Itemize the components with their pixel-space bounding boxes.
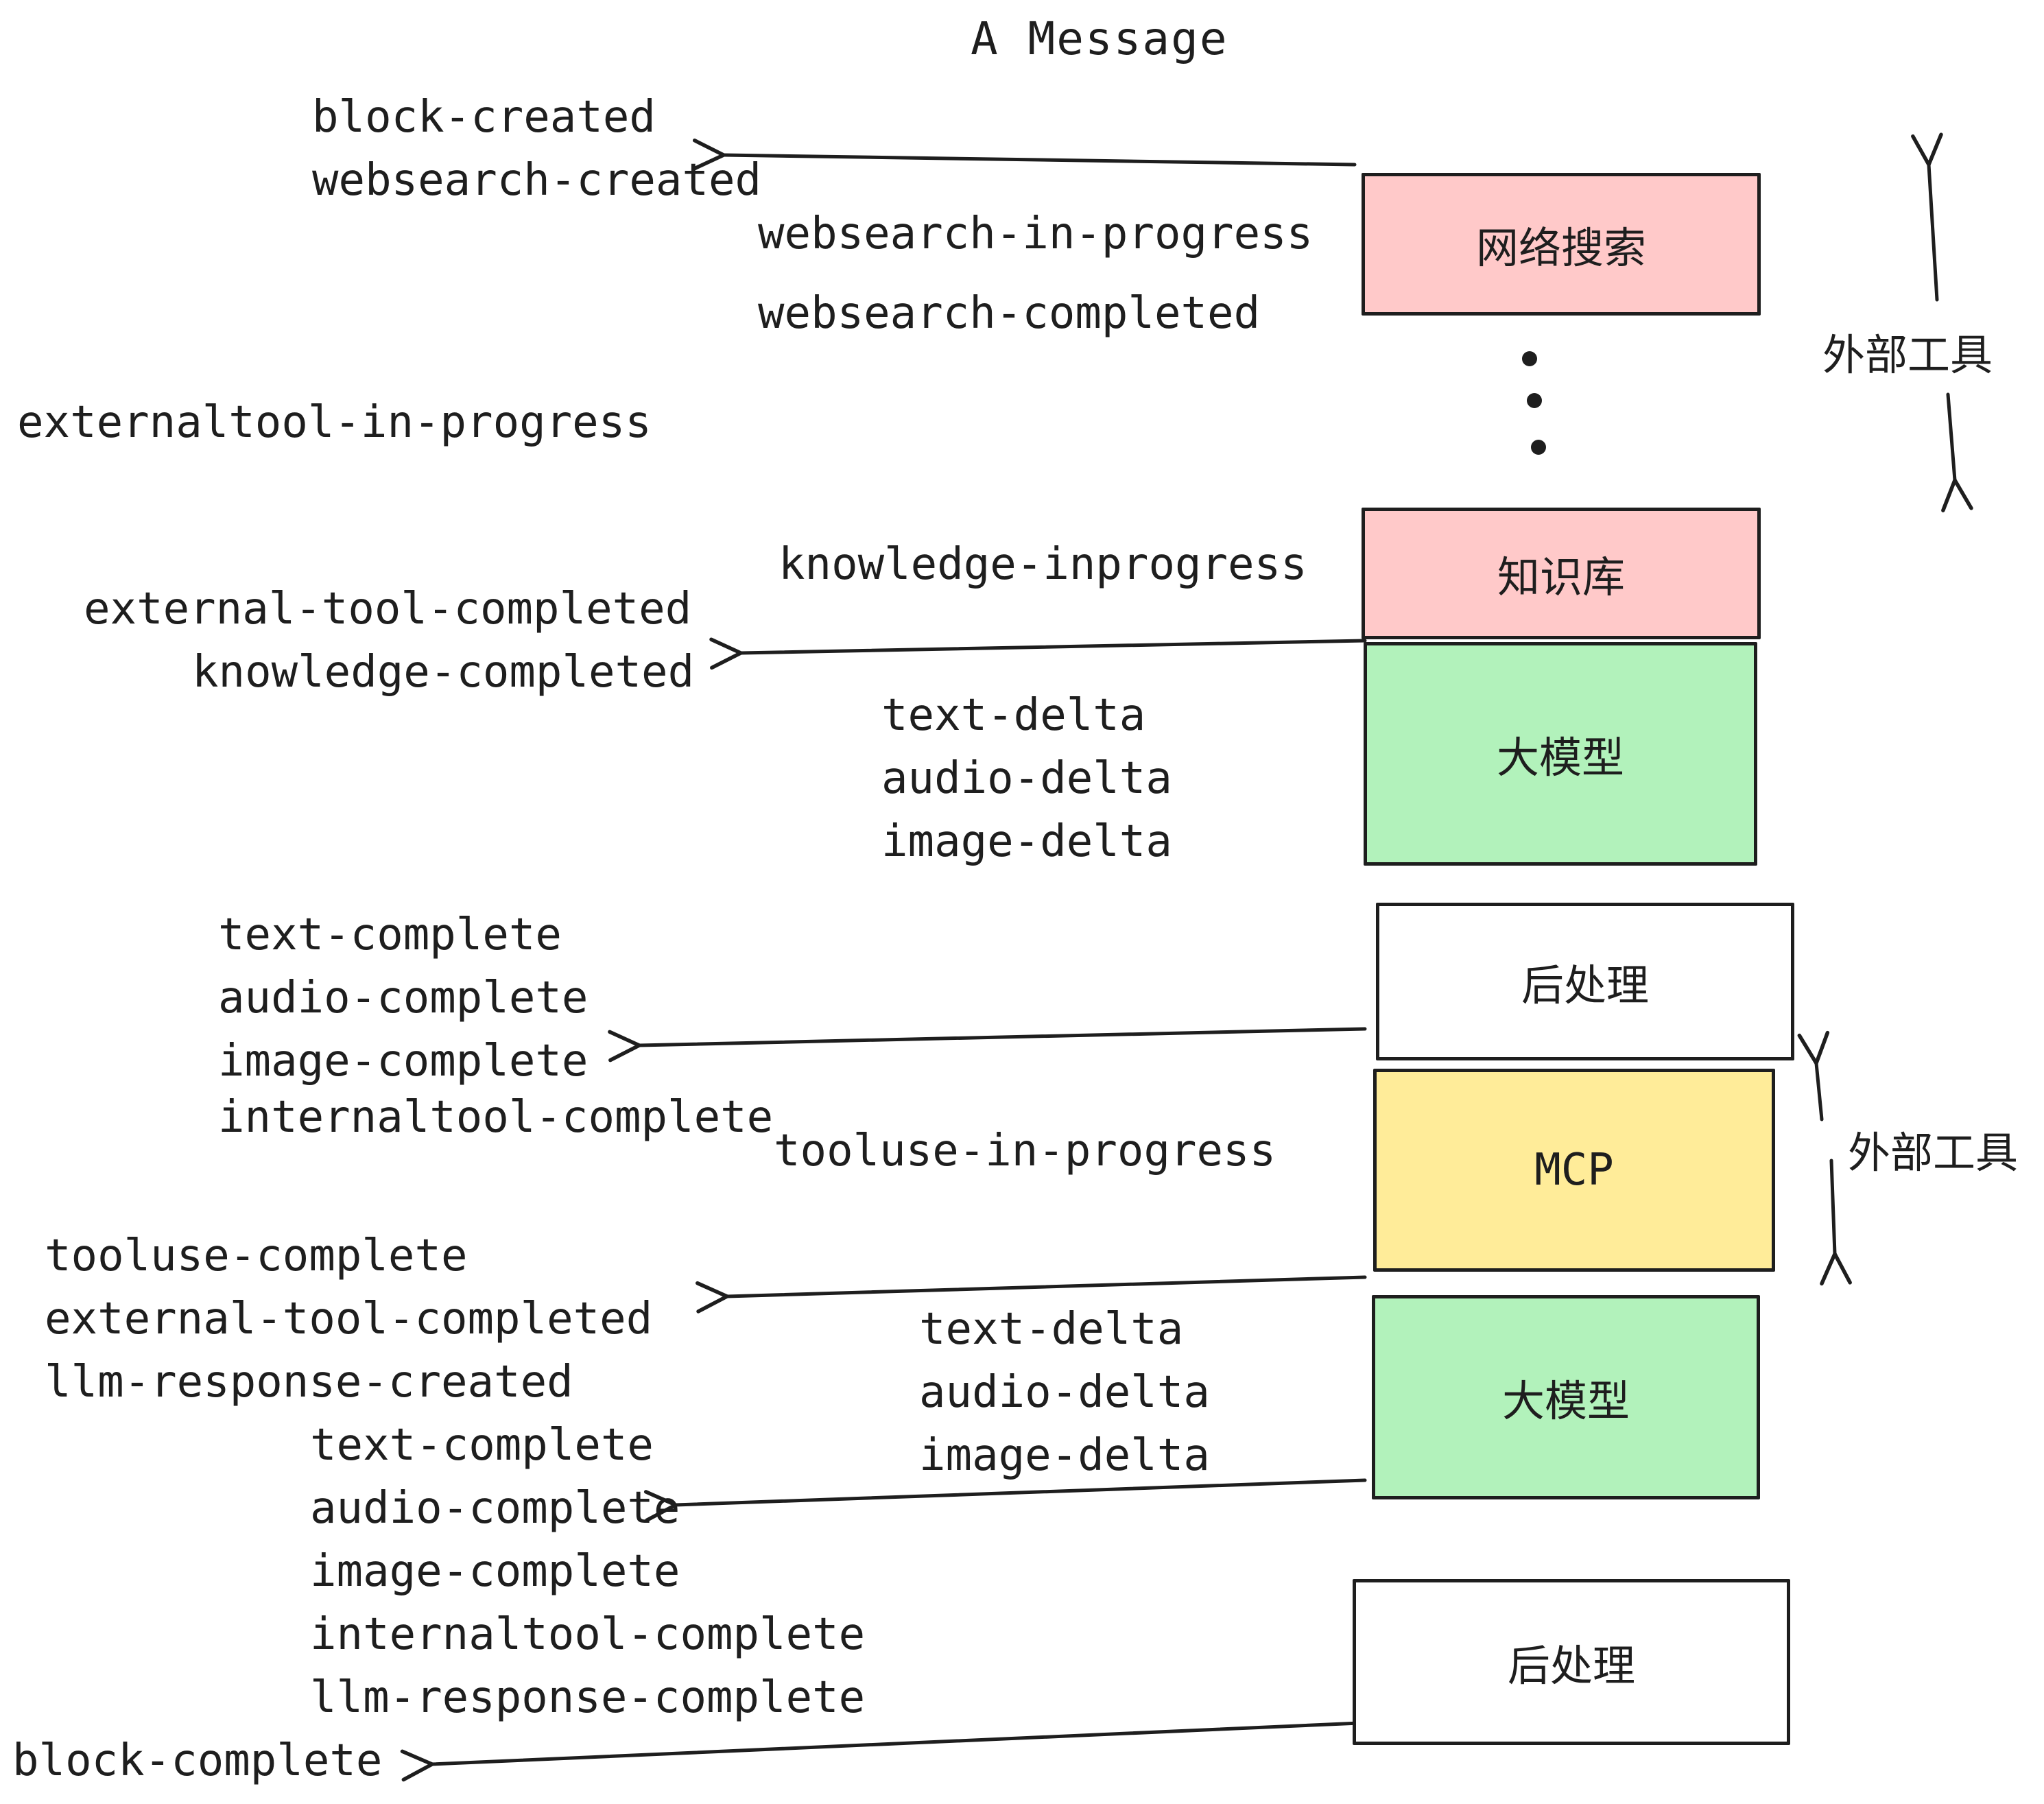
event-llm-response-created: llm-response-created	[45, 1357, 573, 1408]
event-text-complete-2: text-complete	[310, 1420, 654, 1471]
arrow-knowledge-completed	[709, 637, 1367, 670]
event-image-complete-1: image-complete	[218, 1036, 589, 1087]
node-llm-1-label: 大模型	[1496, 733, 1624, 783]
node-knowledge-label: 知识库	[1497, 552, 1625, 602]
event-internaltool-complete-1: internaltool-complete	[218, 1092, 774, 1143]
event-llm-response-complete: llm-response-complete	[310, 1672, 866, 1723]
arrow-image-complete	[608, 1027, 1367, 1063]
event-text-delta-2: text-delta	[919, 1304, 1184, 1355]
event-websearch-in-progress: websearch-in-progress	[758, 209, 1314, 259]
node-postprocess-2-label: 后处理	[1507, 1641, 1635, 1691]
node-postprocess-2: 后处理	[1353, 1579, 1790, 1745]
event-audio-delta-1: audio-delta	[881, 753, 1172, 804]
event-audio-complete-1: audio-complete	[218, 973, 589, 1023]
external-tools-mid-label: 外部工具	[1848, 1128, 2019, 1178]
node-llm-2: 大模型	[1372, 1295, 1760, 1499]
external-tools-top-up-arrow	[1911, 132, 1943, 302]
event-text-delta-1: text-delta	[881, 690, 1146, 741]
node-llm-2-label: 大模型	[1501, 1376, 1630, 1426]
node-llm-1: 大模型	[1364, 642, 1757, 866]
arrow-audio-complete	[643, 1478, 1367, 1522]
event-websearch-completed: websearch-completed	[758, 288, 1261, 339]
event-text-complete-1: text-complete	[218, 910, 562, 960]
node-knowledge: 知识库	[1362, 508, 1761, 639]
event-image-delta-2: image-delta	[919, 1430, 1210, 1481]
event-tooluse-in-progress: tooluse-in-progress	[774, 1126, 1276, 1176]
event-external-tool-completed-2: external-tool-completed	[45, 1294, 653, 1344]
external-tools-top-label: 外部工具	[1822, 330, 1993, 380]
external-tools-top-down-arrow	[1941, 392, 1973, 512]
ellipsis-dots	[1522, 351, 1546, 455]
event-websearch-created: websearch-created	[312, 155, 762, 206]
event-audio-complete-2: audio-complete	[310, 1483, 680, 1534]
event-internaltool-complete-2: internaltool-complete	[310, 1609, 866, 1660]
event-image-delta-1: image-delta	[881, 816, 1172, 867]
event-block-created: block-created	[312, 92, 656, 143]
event-knowledge-inprogress: knowledge-inprogress	[779, 539, 1307, 590]
event-image-complete-2: image-complete	[310, 1546, 680, 1597]
node-mcp-label: MCP	[1534, 1145, 1614, 1196]
diagram-title: A Message	[971, 12, 1228, 65]
event-tooluse-complete: tooluse-complete	[45, 1231, 468, 1281]
node-mcp: MCP	[1373, 1069, 1775, 1272]
event-block-complete: block-complete	[12, 1735, 383, 1786]
event-knowledge-completed: knowledge-completed	[192, 647, 695, 698]
event-external-tool-completed-1: external-tool-completed	[84, 584, 692, 634]
node-postprocess-1: 后处理	[1376, 903, 1794, 1060]
node-websearch: 网络搜索	[1362, 173, 1761, 316]
arrow-block-complete	[400, 1721, 1362, 1782]
event-externaltool-in-progress: externaltool-in-progress	[17, 397, 652, 448]
external-tools-mid-down-arrow	[1820, 1159, 1852, 1286]
event-audio-delta-2: audio-delta	[919, 1367, 1210, 1418]
node-websearch-label: 网络搜索	[1475, 223, 1646, 273]
external-tools-mid-up-arrow	[1797, 1030, 1830, 1121]
node-postprocess-1-label: 后处理	[1521, 960, 1649, 1010]
arrow-websearch-created	[692, 138, 1357, 171]
arrow-tooluse-complete	[696, 1275, 1367, 1314]
